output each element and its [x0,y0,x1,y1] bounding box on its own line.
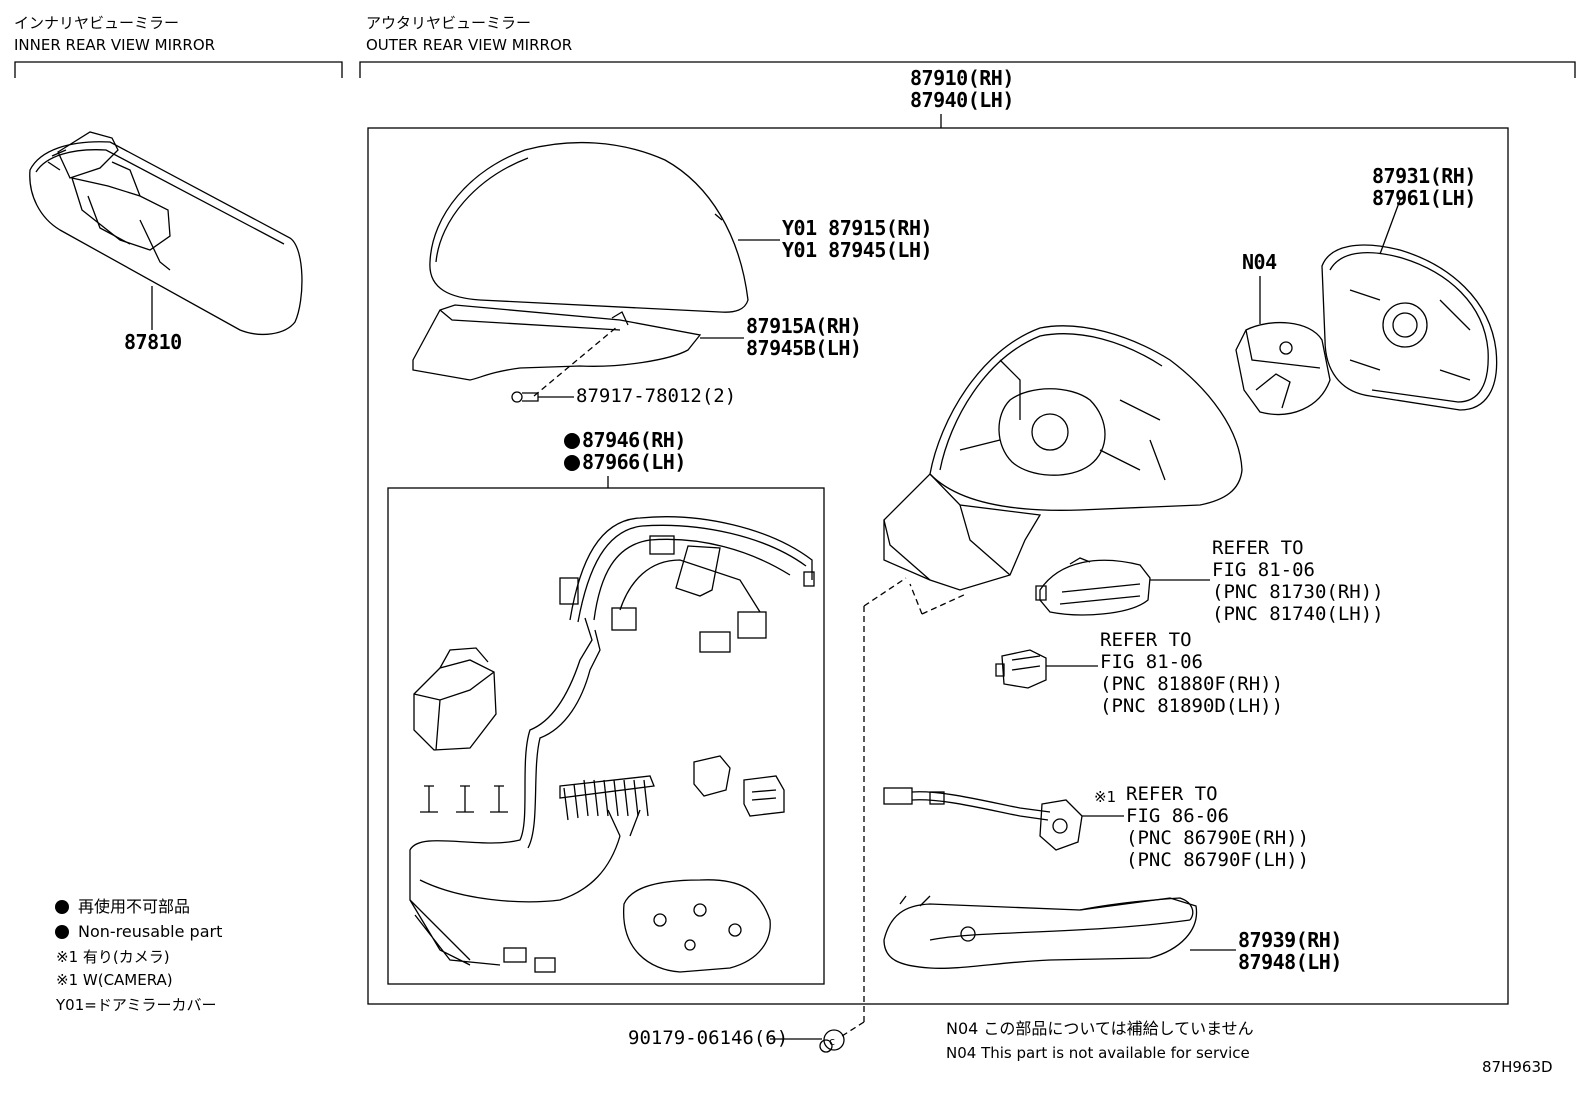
mirror-cover-drawing [429,141,749,313]
side-light-ref-1: REFER TO [1100,629,1192,651]
cover-label-lh: Y01 87945(LH) [782,238,933,262]
turn-lamp-ref-1: REFER TO [1212,537,1304,559]
legend-camera-jp: ※1 有り(カメラ) [56,948,170,966]
screw-label: 87917-78012(2) [576,385,737,407]
lower-cover-drawing [883,895,1198,969]
harness-label-lh: 87966(LH) [582,450,686,474]
garnish-label-rh: 87915A(RH) [746,314,862,338]
turn-lamp-ref-3: (PNC 81730(RH)) [1212,581,1384,603]
actuator-drawing [1235,321,1331,416]
harness-bullet-rh [564,433,580,449]
legend-camera-en: ※1 W(CAMERA) [56,971,173,989]
harness-screws [420,785,508,813]
clip-label: 90179-06146(6) [628,1027,789,1049]
harness-label-rh: 87946(RH) [582,428,686,452]
screw-dash [533,325,619,397]
clip-dash [841,1021,865,1037]
mirror-glass-drawing [1321,244,1498,411]
assembly-label-rh: 87910(RH) [910,66,1014,90]
screw-drawing [511,391,539,403]
legend-y01: Y01=ドアミラーカバー [56,996,217,1014]
camera-ref-3: (PNC 86790E(RH)) [1126,827,1310,849]
side-light-drawing [995,649,1047,689]
camera-ref-4: (PNC 86790F(LH)) [1126,849,1310,871]
figure-code: 87H963D [1482,1058,1553,1076]
glass-label-lh: 87961(LH) [1372,186,1476,210]
side-light-ref-2: FIG 81-06 [1100,651,1203,673]
outer-section-bracket [359,61,1576,78]
harness-bullet-lh [564,455,580,471]
side-light-ref-4: (PNC 81890D(LH)) [1100,695,1284,717]
harness-motor-drawing [413,647,497,751]
harness-connector-comb [559,775,655,821]
housing-dash-3 [921,593,967,615]
mirror-housing-drawing [883,325,1243,591]
legend-bullet-en [55,925,69,939]
clip-drawing: c [819,1029,845,1053]
legend-nonreusable-en: Non-reusable part [78,922,223,941]
outer-header-jp: アウタリヤビューミラー [366,14,532,32]
footer-n04-en: N04 This part is not available for servi… [946,1044,1250,1062]
inner-mirror-drawing [29,131,303,336]
turn-lamp-ref-2: FIG 81-06 [1212,559,1315,581]
lower-cover-label-rh: 87939(RH) [1238,928,1342,952]
side-light-ref-3: (PNC 81880F(RH)) [1100,673,1284,695]
inner-mirror-label: 87810 [124,330,182,354]
lower-cover-label-lh: 87948(LH) [1238,950,1342,974]
inner-header-jp: インナリヤビューミラー [14,14,180,32]
camera-ref-1: REFER TO [1126,783,1218,805]
inner-header-en: INNER REAR VIEW MIRROR [14,36,216,54]
outer-header-en: OUTER REAR VIEW MIRROR [366,36,573,54]
actuator-label: N04 [1242,250,1277,274]
glass-leader [1379,199,1401,255]
harness-drawing [409,516,815,973]
assembly-label-lh: 87940(LH) [910,88,1014,112]
camera-drawing [883,787,1083,851]
turn-lamp-drawing [1035,557,1151,616]
housing-dash-1 [863,577,907,607]
camera-ref-mark: ※1 [1094,788,1117,806]
inner-section-bracket [14,61,343,78]
svg-text:c: c [829,1035,835,1048]
turn-lamp-ref-4: (PNC 81740(LH)) [1212,603,1384,625]
cover-label-rh: Y01 87915(RH) [782,216,933,240]
harness-bracket-plate [623,879,771,973]
legend-nonreusable-jp: 再使用不可部品 [78,897,191,916]
harness-frame [387,487,825,985]
camera-ref-2: FIG 86-06 [1126,805,1229,827]
garnish-label-lh: 87945B(LH) [746,336,862,360]
garnish-drawing [412,304,702,381]
assembly-frame [367,127,1509,1005]
glass-label-rh: 87931(RH) [1372,164,1476,188]
housing-dash-4 [909,583,923,615]
footer-n04-jp: N04 この部品については補給していません [946,1019,1254,1038]
harness-small-connectors [693,755,785,817]
legend-bullet-jp [55,900,69,914]
